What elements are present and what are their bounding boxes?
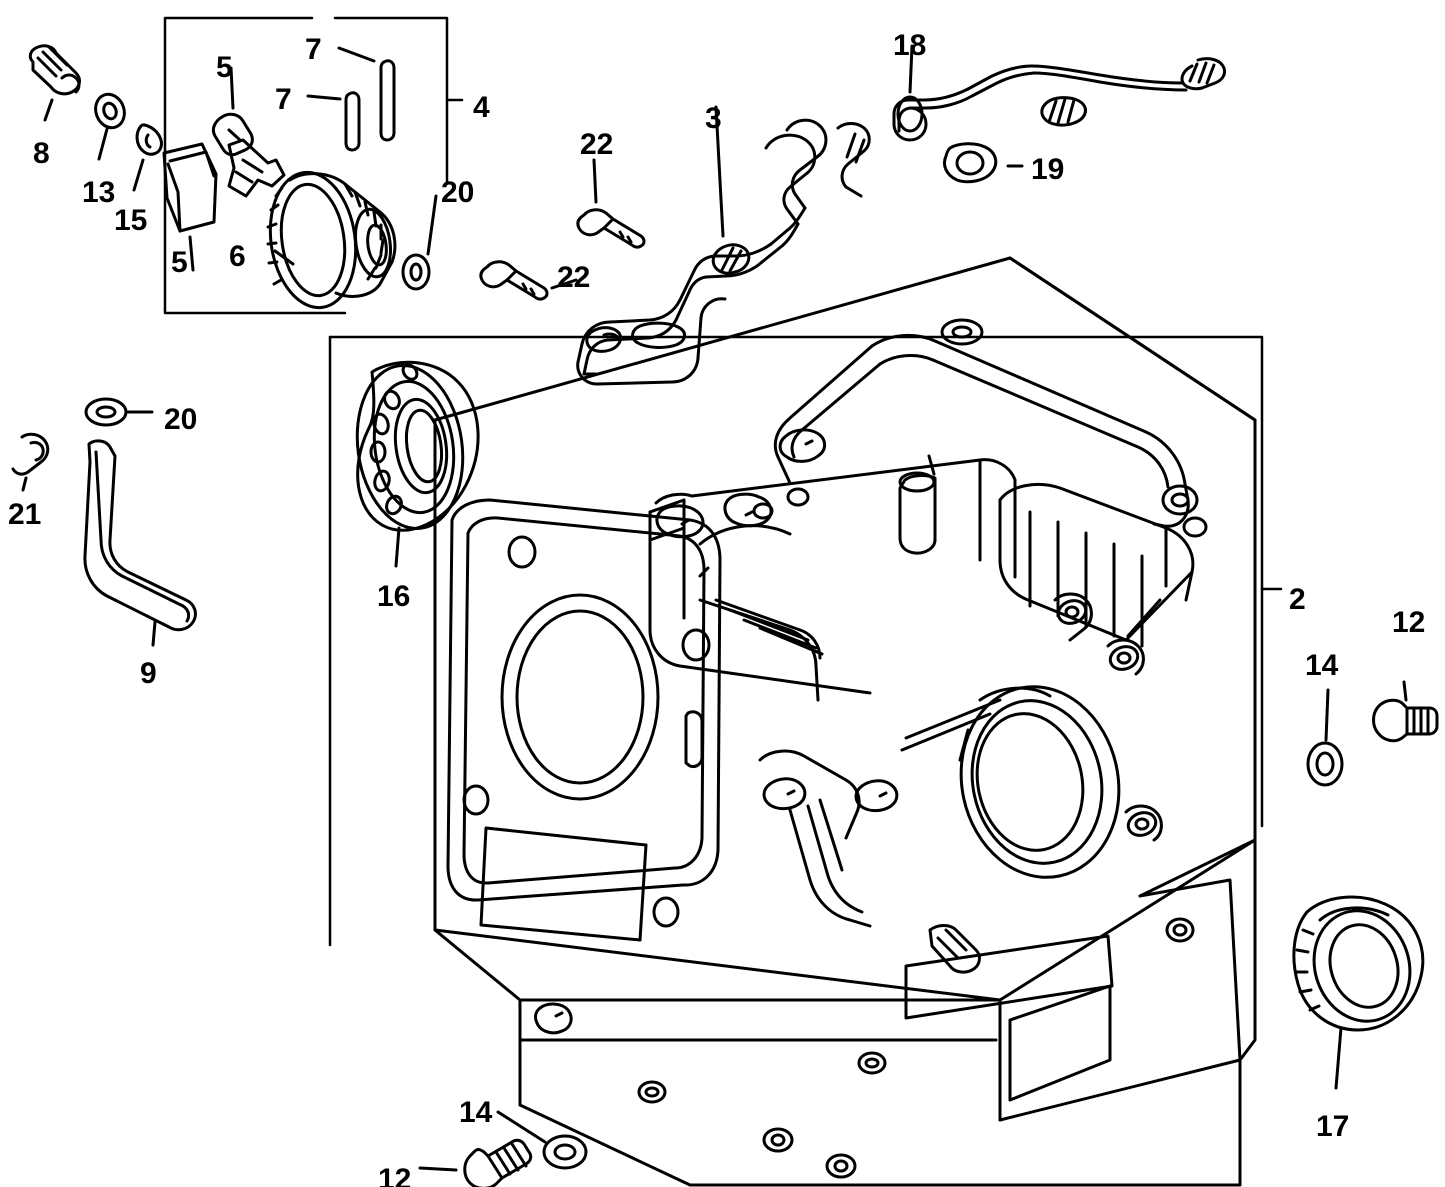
- part-2-crankcase: [328, 256, 1283, 1187]
- callout-12-right: 12: [1392, 606, 1426, 639]
- callout-19: 19: [1031, 153, 1065, 186]
- part-5-lead-clip: [227, 138, 286, 198]
- part-20-washer-left: [84, 397, 154, 427]
- callout-20-upper: 20: [441, 176, 475, 209]
- callout-6: 6: [229, 240, 246, 273]
- part-18-wire-harness: [836, 44, 1227, 198]
- callout-16: 16: [377, 580, 411, 613]
- callout-14-bottom: 14: [459, 1096, 493, 1129]
- callout-20-left: 20: [164, 403, 198, 436]
- callout-8: 8: [33, 137, 50, 170]
- part-22-bolt-lower: [479, 260, 578, 301]
- part-21-clip: [11, 432, 50, 492]
- part-14-washer-bottom: [496, 1110, 588, 1170]
- callout-3: 3: [705, 102, 722, 135]
- callout-21: 21: [8, 498, 42, 531]
- part-20-washer-upper: [401, 194, 438, 291]
- callout-5-upper: 5: [216, 51, 233, 84]
- callout-17: 17: [1316, 1110, 1350, 1143]
- callout-14-right: 14: [1305, 649, 1339, 682]
- callout-2: 2: [1289, 583, 1306, 616]
- callout-15: 15: [114, 204, 148, 237]
- callout-4: 4: [473, 91, 490, 124]
- part-5-brush-lower: [162, 142, 218, 272]
- part-8-plug: [28, 44, 81, 122]
- part-12-bolt-right: [1372, 680, 1439, 743]
- part-13-washer: [94, 92, 126, 161]
- part-5-brush-upper: [211, 66, 254, 157]
- part-7-pin-short: [306, 91, 361, 152]
- part-16-bearing: [355, 360, 480, 568]
- callout-9: 9: [140, 657, 157, 690]
- callout-7-lower: 7: [275, 83, 292, 116]
- part-17-oil-seal: [1292, 895, 1425, 1090]
- callout-5-lower: 5: [171, 246, 188, 279]
- callout-12-bottom: 12: [378, 1163, 412, 1187]
- part-14-washer-right: [1306, 688, 1344, 787]
- callout-22-upper: 22: [580, 128, 614, 161]
- part-19-grommet: [942, 142, 1024, 184]
- part-3-breather-assembly: [576, 105, 828, 386]
- callout-13: 13: [82, 176, 116, 209]
- part-15-clip: [132, 123, 163, 192]
- callout-7-upper: 7: [305, 33, 322, 66]
- part-22-bolt-upper: [576, 158, 646, 249]
- callout-18: 18: [893, 29, 927, 62]
- part-6-gear: [266, 170, 397, 310]
- part-7-pin-long: [337, 46, 396, 142]
- part-9-tube: [83, 439, 197, 647]
- callout-22-lower: 22: [557, 261, 591, 294]
- part-12-bolt-bottom: [418, 1138, 533, 1187]
